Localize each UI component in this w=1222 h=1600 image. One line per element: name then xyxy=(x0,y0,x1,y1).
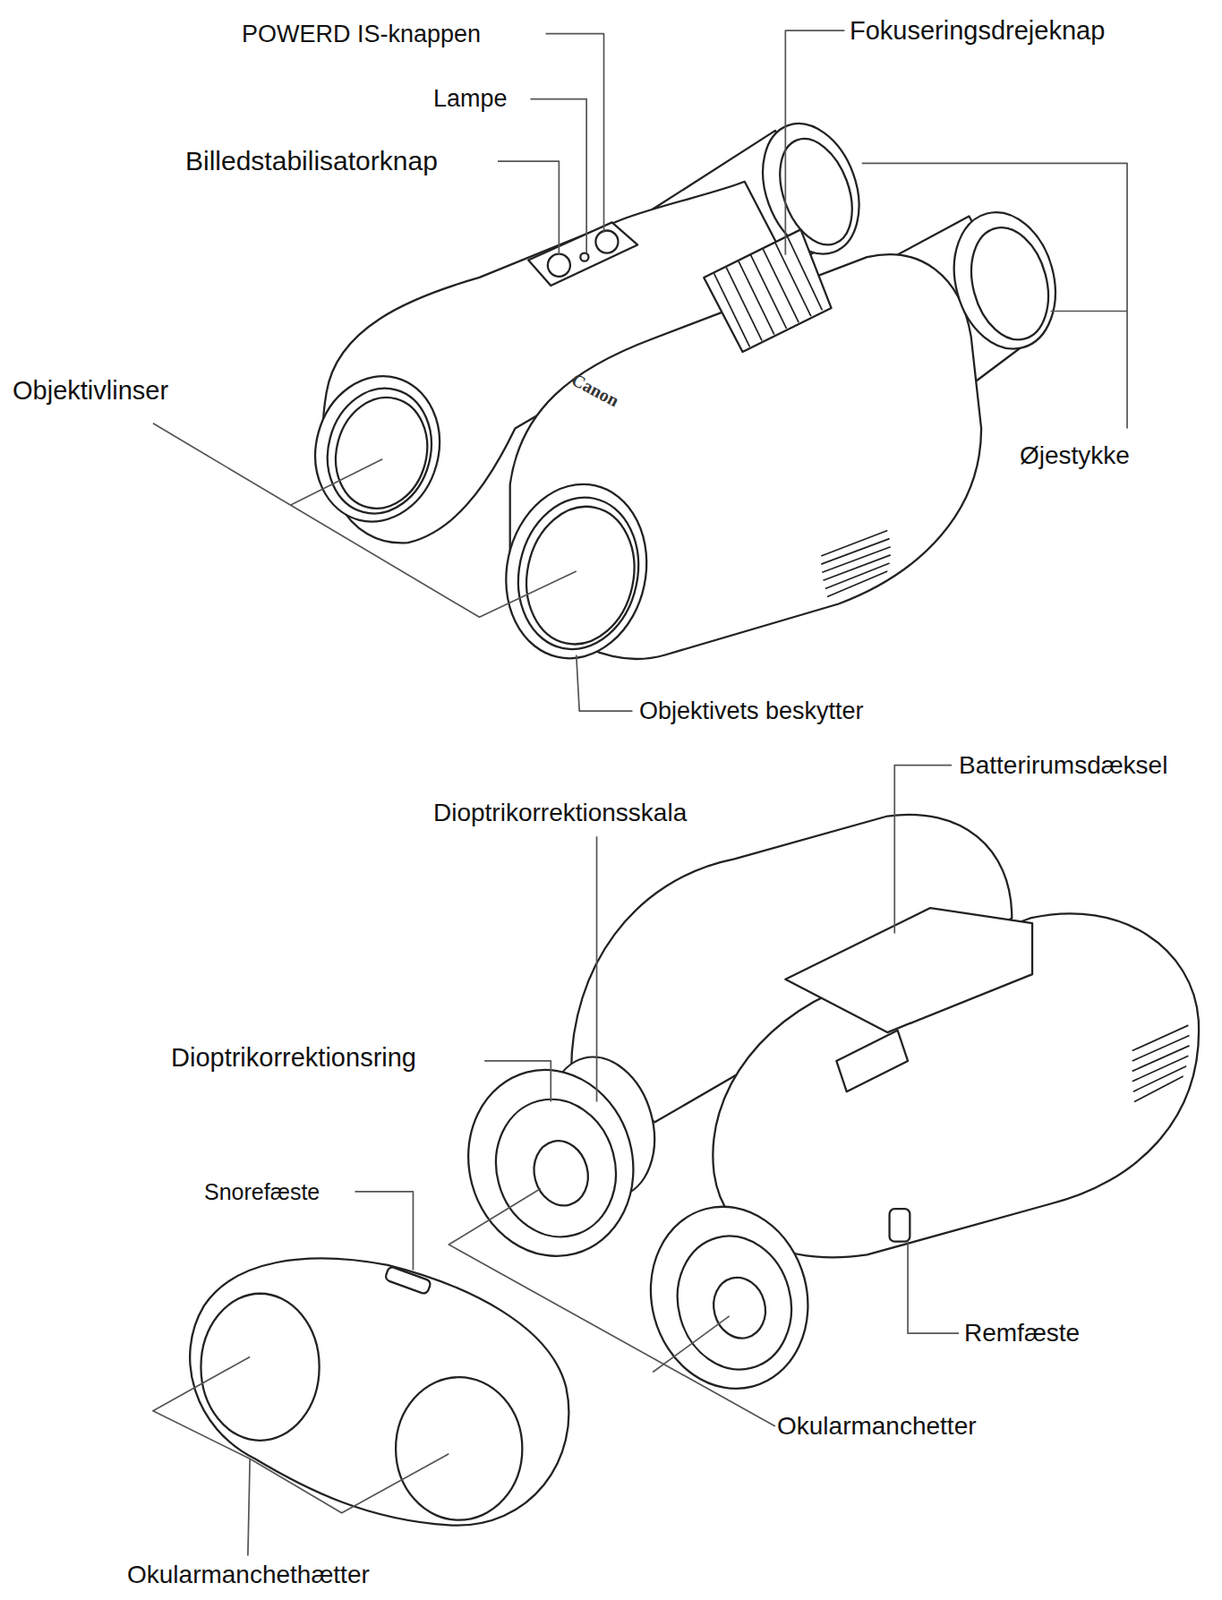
eyecup xyxy=(447,1051,654,1275)
eyepiece-glass xyxy=(707,1271,773,1344)
cap-cup xyxy=(200,1293,319,1441)
eyecup-inner xyxy=(480,1085,632,1251)
knob-ridges xyxy=(714,236,823,347)
objective-lens xyxy=(490,470,663,672)
lamp xyxy=(580,253,589,262)
part-label: Lampe xyxy=(433,84,508,113)
eyepiece-glass xyxy=(527,1134,596,1212)
eyepiece-cup xyxy=(939,200,1070,360)
strap-mount xyxy=(889,1208,911,1241)
string-mount xyxy=(384,1265,432,1295)
objective-lens-glass xyxy=(513,496,647,655)
button-panel xyxy=(528,222,638,286)
eyepiece-cup-inner xyxy=(959,219,1060,349)
focus-knob xyxy=(703,229,831,352)
eyecup xyxy=(630,1188,828,1407)
part-label: Billedstabilisatorknap xyxy=(185,145,438,178)
vents xyxy=(1132,1025,1190,1102)
vents xyxy=(820,529,890,597)
objective-lens-glass xyxy=(323,386,439,519)
cap-cup xyxy=(395,1376,522,1521)
part-label: Okularmanchetter xyxy=(777,1410,977,1442)
battery-cover xyxy=(785,907,1033,1033)
part-label: Fokuseringsdrejeknap xyxy=(849,15,1105,47)
part-label: Okularmanchethætter xyxy=(127,1559,370,1590)
stabilizer-button xyxy=(547,254,571,277)
part-label: Dioptrikorrektionsskala xyxy=(433,797,687,829)
objective-lens-inner xyxy=(314,376,446,526)
part-label: POWERD IS-knappen xyxy=(241,19,481,49)
eyecup-inner xyxy=(662,1222,806,1383)
center-hinge xyxy=(836,1030,908,1092)
power-button xyxy=(595,230,618,254)
leader-lines xyxy=(153,30,1128,711)
part-label: Snorefæste xyxy=(204,1178,320,1205)
part-label: Remfæste xyxy=(964,1317,1080,1349)
objective-lens-inner xyxy=(504,486,653,661)
objective-lens xyxy=(299,361,456,536)
eyecup-cap xyxy=(189,1257,569,1525)
part-label: Objektivets beskytter xyxy=(639,696,864,726)
part-label: Objektivlinser xyxy=(12,375,169,407)
part-label: Øjestykke xyxy=(1019,440,1130,471)
eyepiece-cup-inner xyxy=(766,128,866,256)
part-label: Batterirumsdæksel xyxy=(958,750,1168,781)
part-label: Dioptrikorrektionsring xyxy=(170,1042,417,1074)
